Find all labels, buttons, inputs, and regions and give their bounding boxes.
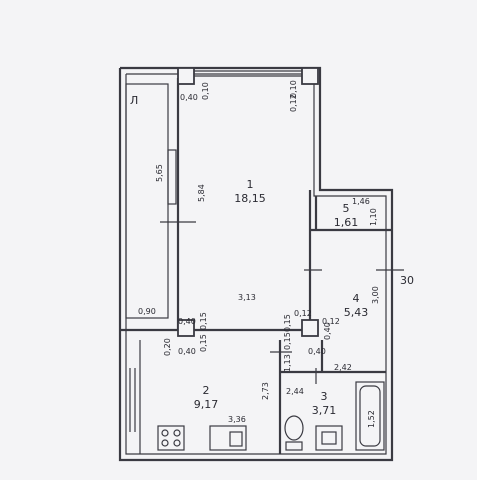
balcony — [125, 83, 177, 319]
dim-label: 0,12 — [322, 317, 340, 326]
dim-label: 0,40 — [308, 347, 326, 356]
dim-label: 1,52 — [367, 410, 376, 428]
dim-label: 1,13 — [283, 354, 292, 372]
dim-label: 0,15 — [283, 314, 292, 332]
stove-icon — [157, 425, 185, 451]
room-5-area: 1,61 — [334, 216, 359, 229]
dim-label: 0,15 — [199, 334, 208, 352]
window-top — [190, 70, 306, 77]
room-3-area: 3,71 — [312, 404, 337, 417]
dim-label: 0,20 — [163, 338, 172, 356]
dim-label: 2,42 — [334, 363, 352, 372]
dim-label: 0,15 — [283, 332, 292, 350]
dim-label: 0,40 — [323, 322, 332, 340]
dim-label: 5,84 — [197, 184, 206, 202]
dim-label: 3,00 — [371, 286, 380, 304]
dim-label: 1,10 — [369, 208, 378, 226]
dim-label: 0,40 — [178, 347, 196, 356]
dimension-labels: 0,40 0,10 0,10 0,12 5,65 5,84 1,46 1,10 … — [138, 80, 380, 428]
room-1-number: 1 — [247, 178, 254, 191]
room-2-area: 9,17 — [194, 398, 219, 411]
dim-label: 0,12 — [289, 94, 298, 112]
bathroom-sink-icon — [315, 425, 343, 451]
room-3-number: 3 — [321, 390, 328, 403]
outer-walls — [118, 66, 394, 462]
dim-label: 0,40 — [180, 93, 198, 102]
dim-label: 0,15 — [199, 312, 208, 330]
dim-label: 0,10 — [201, 82, 210, 100]
columns — [177, 67, 319, 337]
interior-walls — [120, 78, 392, 454]
room-4-number: 4 — [353, 292, 360, 305]
room-4-area: 5,43 — [344, 306, 369, 319]
dim-label: 1,46 — [352, 197, 370, 206]
room-1-area: 18,15 — [234, 192, 266, 205]
dim-label: 0,10 — [289, 80, 298, 98]
dim-label: 0,90 — [138, 307, 156, 316]
dim-label: 3,13 — [238, 293, 256, 302]
dim-label: 2,73 — [261, 382, 270, 400]
bathtub-icon — [355, 381, 385, 451]
room-5-number: 5 — [343, 202, 350, 215]
dim-label: 3,36 — [228, 415, 246, 424]
kitchen-sink-icon — [209, 425, 247, 451]
balcony-label: Л — [130, 94, 138, 107]
wall-thickness-label: 30 — [400, 274, 414, 287]
cut-marks — [160, 221, 404, 384]
toilet-icon — [284, 415, 304, 451]
dim-label: 2,44 — [286, 387, 304, 396]
dim-label: 0,12 — [294, 309, 312, 318]
dim-label: 0,40 — [178, 317, 196, 326]
dim-label: 5,65 — [155, 164, 164, 182]
room-2-number: 2 — [203, 384, 210, 397]
